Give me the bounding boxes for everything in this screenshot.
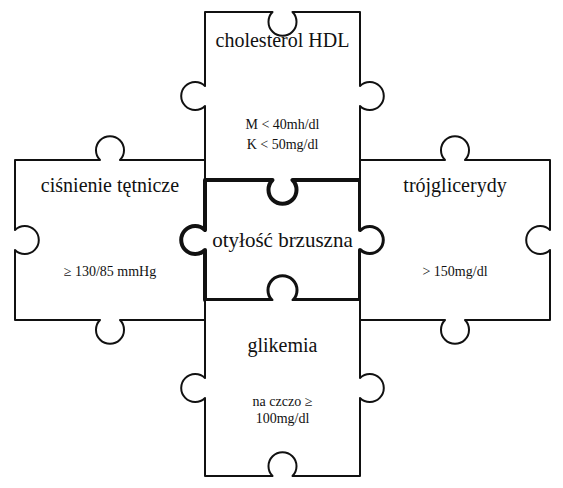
piece-value: > 150mg/dl bbox=[422, 263, 487, 281]
puzzle-outline bbox=[175, 270, 390, 488]
puzzle-outline bbox=[330, 130, 563, 350]
piece-value: M < 40mh/dl bbox=[245, 116, 319, 134]
piece-title: ciśnienie tętnicze bbox=[41, 173, 179, 198]
puzzle-piece: trójglicerydy > 150mg/dl bbox=[360, 160, 550, 320]
piece-title: glikemia bbox=[248, 333, 318, 358]
piece-value: ≥ 130/85 mmHg bbox=[64, 263, 156, 281]
piece-title: otyłość brzuszna bbox=[212, 227, 353, 253]
puzzle-piece: ciśnienie tętnicze ≥ 130/85 mmHg bbox=[15, 160, 205, 320]
piece-value: na czczo ≥ 100mg/dl bbox=[233, 393, 333, 428]
piece-title: cholesterol HDL bbox=[216, 28, 350, 53]
piece-value: K < 50mg/dl bbox=[247, 136, 319, 154]
puzzle-piece: cholesterol HDL M < 40mh/dl K < 50mg/dl bbox=[205, 12, 360, 180]
puzzle-piece: glikemia na czczo ≥ 100mg/dl bbox=[205, 300, 360, 476]
piece-title: trójglicerydy bbox=[403, 173, 506, 198]
